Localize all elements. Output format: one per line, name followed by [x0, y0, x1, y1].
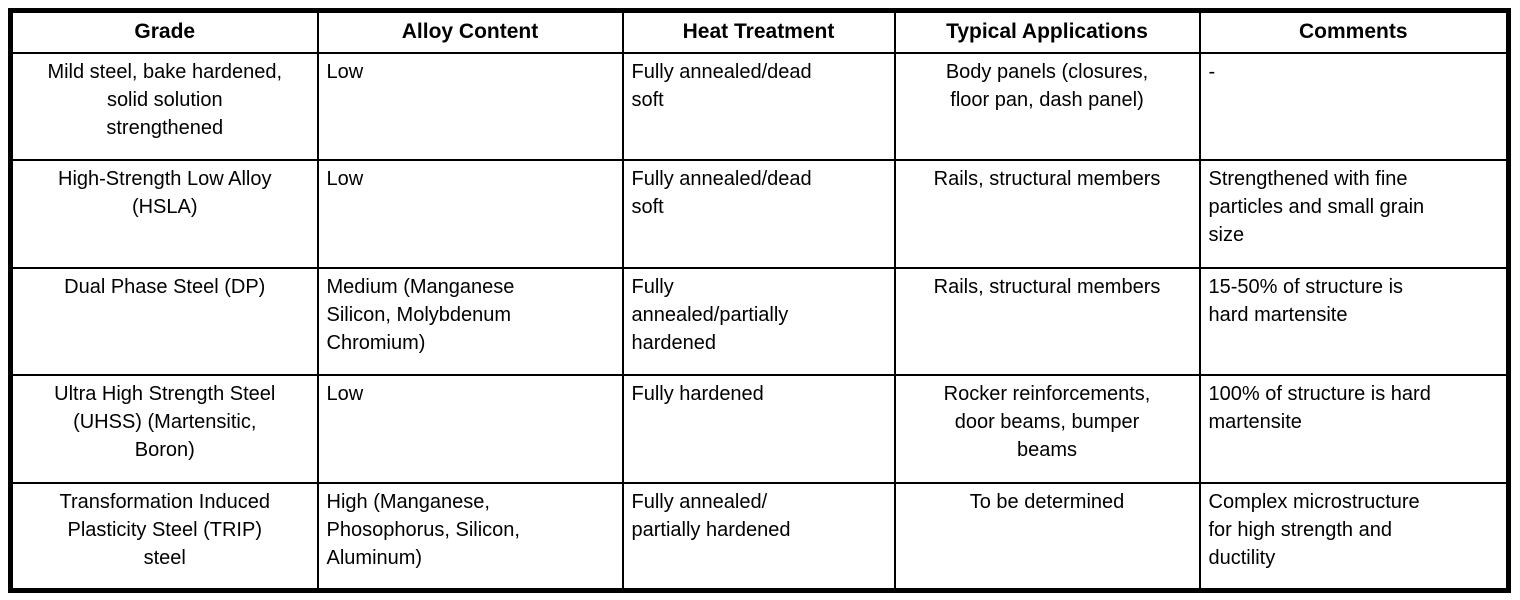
table-row: Transformation Induced Plasticity Steel …: [9, 481, 1510, 592]
column-header-heat-treatment: Heat Treatment: [621, 9, 896, 54]
cell-typical-applications: Rocker reinforcements, door beams, bumpe…: [893, 374, 1201, 484]
table-row: Dual Phase Steel (DP) Medium (Manganese …: [9, 266, 1510, 377]
cell-grade: Transformation Induced Plasticity Steel …: [9, 481, 319, 592]
steel-grades-table: Grade Alloy Content Heat Treatment Typic…: [8, 8, 1511, 593]
cell-heat-treatment: Fully annealed/partially hardened: [621, 266, 896, 377]
header-row: Grade Alloy Content Heat Treatment Typic…: [9, 9, 1510, 54]
column-header-alloy-content: Alloy Content: [316, 9, 624, 54]
cell-heat-treatment: Fully annealed/dead soft: [621, 159, 896, 269]
cell-heat-treatment: Fully hardened: [621, 374, 896, 484]
column-header-comments: Comments: [1198, 9, 1510, 54]
cell-grade: High-Strength Low Alloy (HSLA): [9, 159, 319, 269]
table-row: Mild steel, bake hardened, solid solutio…: [9, 51, 1510, 162]
cell-heat-treatment: Fully annealed/ partially hardened: [621, 481, 896, 592]
cell-comments: -: [1198, 51, 1510, 162]
cell-alloy-content: Low: [316, 51, 624, 162]
cell-typical-applications: Body panels (closures, floor pan, dash p…: [893, 51, 1201, 162]
cell-heat-treatment: Fully annealed/dead soft: [621, 51, 896, 162]
table-row: High-Strength Low Alloy (HSLA) Low Fully…: [9, 159, 1510, 269]
cell-comments: Strengthened with fine particles and sma…: [1198, 159, 1510, 269]
cell-comments: 100% of structure is hard martensite: [1198, 374, 1510, 484]
table-row: Ultra High Strength Steel (UHSS) (Marten…: [9, 374, 1510, 484]
cell-alloy-content: Low: [316, 159, 624, 269]
cell-typical-applications: Rails, structural members: [893, 159, 1201, 269]
table-header: Grade Alloy Content Heat Treatment Typic…: [9, 9, 1510, 54]
cell-typical-applications: To be determined: [893, 481, 1201, 592]
column-header-typical-applications: Typical Applications: [893, 9, 1201, 54]
cell-alloy-content: Medium (Manganese Silicon, Molybdenum Ch…: [316, 266, 624, 377]
cell-grade: Mild steel, bake hardened, solid solutio…: [9, 51, 319, 162]
cell-comments: 15-50% of structure is hard martensite: [1198, 266, 1510, 377]
cell-alloy-content: Low: [316, 374, 624, 484]
cell-grade: Ultra High Strength Steel (UHSS) (Marten…: [9, 374, 319, 484]
table-body: Mild steel, bake hardened, solid solutio…: [9, 51, 1510, 592]
cell-grade: Dual Phase Steel (DP): [9, 266, 319, 377]
column-header-grade: Grade: [9, 9, 319, 54]
cell-comments: Complex microstructure for high strength…: [1198, 481, 1510, 592]
cell-typical-applications: Rails, structural members: [893, 266, 1201, 377]
cell-alloy-content: High (Manganese, Phosophorus, Silicon, A…: [316, 481, 624, 592]
